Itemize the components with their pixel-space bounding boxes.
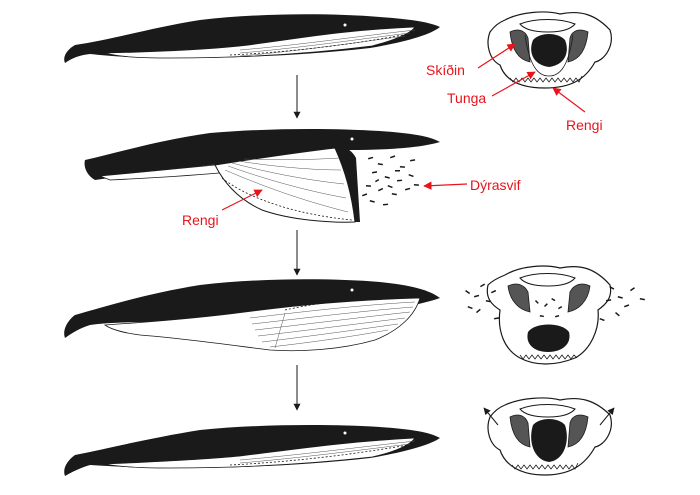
mouth-cross-section-2 bbox=[465, 265, 645, 365]
whale-body-outline bbox=[64, 14, 441, 63]
tongue bbox=[527, 324, 570, 352]
label-prey: Dýrasvif bbox=[470, 177, 521, 193]
whale-body-outline bbox=[84, 128, 440, 180]
plankton-swarm bbox=[361, 155, 419, 206]
whale-stage-4 bbox=[64, 425, 441, 476]
whale-stage-3 bbox=[64, 279, 441, 352]
water-jets bbox=[465, 283, 645, 322]
throat-dotted-line bbox=[229, 33, 409, 56]
open-mouth bbox=[335, 147, 360, 222]
baleen-left bbox=[509, 414, 531, 448]
pointer-prey bbox=[423, 181, 468, 190]
whale-stage-2 bbox=[84, 128, 440, 223]
eye bbox=[350, 288, 354, 292]
throat-dotted-line bbox=[284, 297, 419, 311]
throat-grooves bbox=[239, 440, 416, 464]
palate bbox=[519, 404, 576, 418]
whale-stage-1 bbox=[64, 14, 441, 63]
baleen-right bbox=[567, 29, 589, 63]
pointer-baleen bbox=[477, 43, 516, 69]
label-tongue: Tunga bbox=[447, 90, 487, 106]
expulsion-arrow-right bbox=[599, 407, 615, 426]
palate bbox=[519, 19, 576, 33]
eye bbox=[343, 23, 347, 27]
throat-dotted-line bbox=[229, 444, 409, 466]
expulsion-arrow-left bbox=[483, 407, 499, 426]
mouth-cross-section-1 bbox=[487, 11, 612, 89]
baleen-left bbox=[507, 283, 531, 313]
throat-grooves bbox=[224, 157, 349, 213]
tongue bbox=[531, 419, 567, 462]
throat-serration bbox=[511, 462, 579, 470]
throat-dotted-line bbox=[221, 177, 353, 221]
label-pointers bbox=[221, 43, 586, 211]
label-throat-left: Rengi bbox=[182, 212, 219, 228]
tongue bbox=[531, 34, 567, 67]
inner-lip bbox=[524, 34, 574, 77]
baleen-right bbox=[567, 283, 591, 313]
pointer-tongue bbox=[491, 71, 536, 97]
mouth-cross-section-3 bbox=[483, 397, 615, 476]
pointer-throat-left bbox=[221, 189, 263, 211]
pointer-throat-right bbox=[552, 87, 586, 113]
eye bbox=[343, 431, 347, 435]
label-throat-right: Rengi bbox=[566, 117, 603, 133]
whale-body-outline bbox=[64, 279, 441, 338]
throat-serration bbox=[509, 75, 583, 83]
throat-grooves bbox=[239, 29, 416, 57]
throat-grooves bbox=[249, 301, 416, 349]
baleen-right bbox=[567, 414, 589, 448]
palate bbox=[519, 273, 576, 287]
throat-serration bbox=[519, 354, 578, 360]
label-baleen: Skíðin bbox=[426, 62, 465, 78]
eye bbox=[350, 137, 354, 141]
